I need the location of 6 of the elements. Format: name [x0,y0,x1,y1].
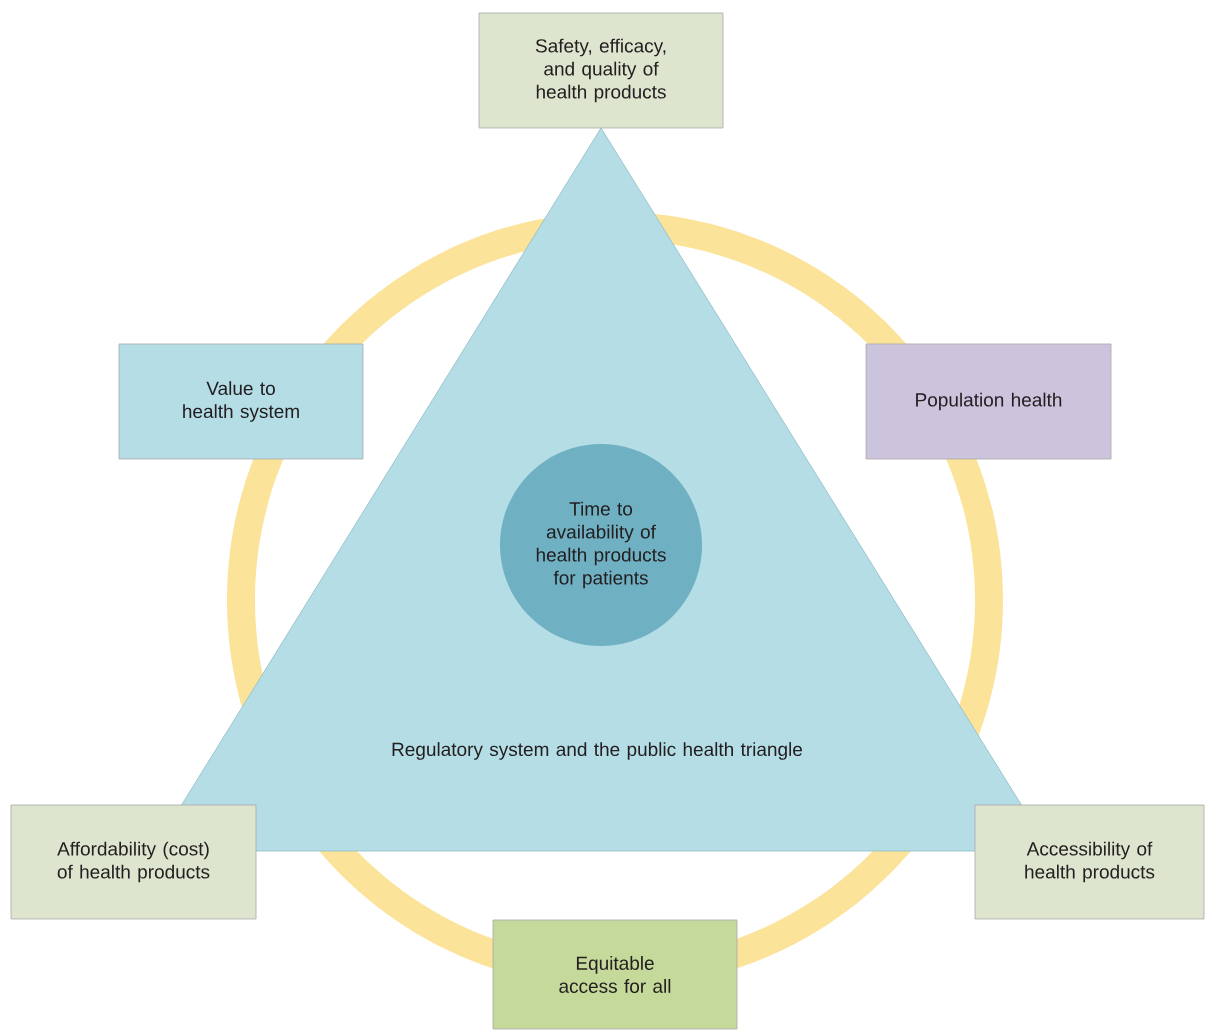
criterion-box: Population health [865,343,1112,460]
criterion-box: Value to health system [118,343,364,460]
criterion-box: Equitable access for all [492,919,738,1030]
criterion-box: Safety, efficacy, and quality of health products [478,12,724,129]
criterion-box: Accessibility of health products [974,804,1205,920]
criterion-box: Affordability (cost) of health products [10,804,257,920]
